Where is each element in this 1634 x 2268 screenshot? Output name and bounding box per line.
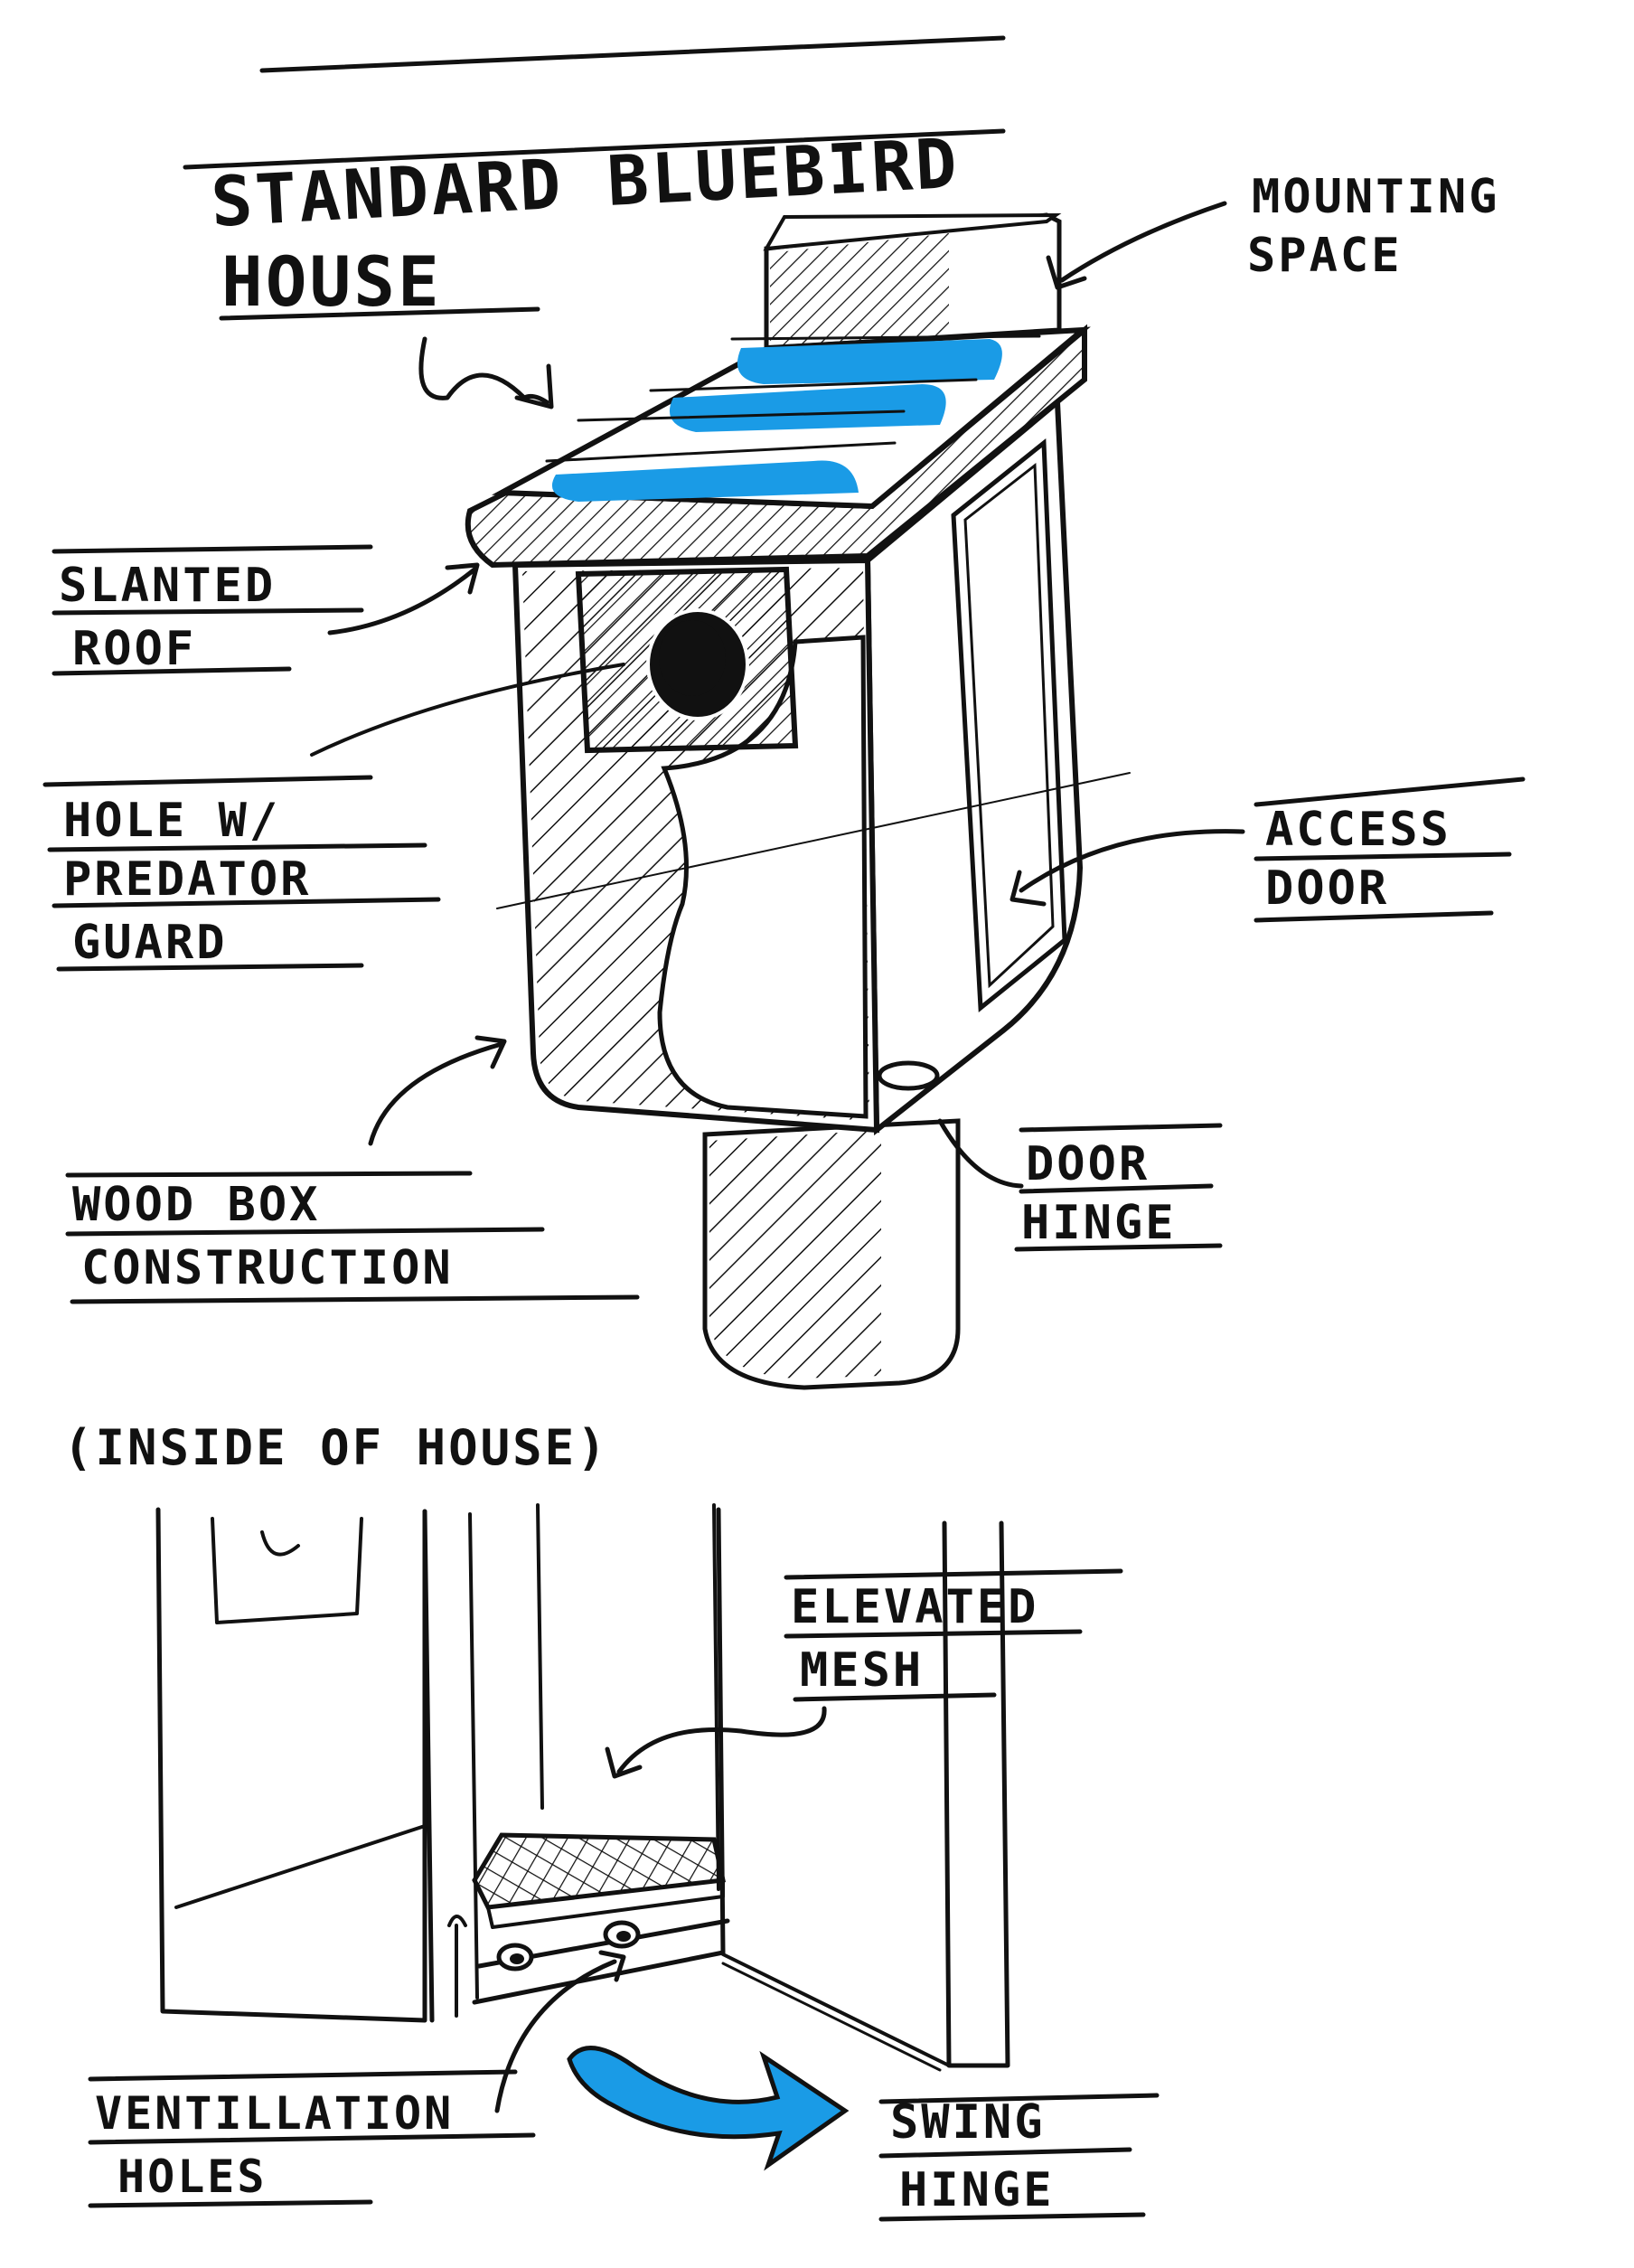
- label-swing-hinge-line-2: HINGE: [899, 2163, 1055, 2217]
- label-swing-hinge: SWING HINGE: [878, 2093, 1160, 2222]
- label-door-hinge-line-2: HINGE: [1021, 1196, 1177, 1250]
- label-door-hinge-line-1: DOOR: [1026, 1137, 1150, 1191]
- label-access-door-line-2: DOOR: [1265, 861, 1389, 916]
- slanted-roof: [465, 324, 1091, 569]
- exterior-view: STANDARD BLUEBIRD HOUSE: [42, 35, 1526, 1390]
- label-access-door: ACCESS DOOR: [1010, 776, 1526, 923]
- mounting-board: [763, 212, 1062, 351]
- label-hole-guard: HOLE W/ PREDATOR GUARD: [42, 663, 625, 972]
- interior-view: (INSIDE OF HOUSE) ELEVATED: [63, 1419, 1160, 2222]
- label-wood-box-line-1: WOOD BOX: [72, 1178, 320, 1232]
- door-hinge-pin: [877, 1060, 940, 1091]
- label-access-door-line-1: ACCESS: [1265, 803, 1451, 857]
- label-ventilation-holes-line-2: HOLES: [117, 2150, 268, 2203]
- title-line-2: HOUSE: [221, 241, 442, 322]
- label-slanted-roof-line-1: SLANTED: [59, 559, 276, 613]
- label-wood-box-line-2: CONSTRUCTION: [81, 1241, 454, 1295]
- swing-arrow: [567, 2046, 850, 2171]
- box-body: [496, 396, 1131, 1136]
- label-swing-hinge-line-1: SWING: [890, 2095, 1046, 2150]
- label-slanted-roof-line-2: ROOF: [72, 622, 196, 676]
- label-elevated-mesh-line-1: ELEVATED: [791, 1580, 1038, 1634]
- elevated-mesh: [472, 1832, 727, 1910]
- label-slanted-roof: SLANTED ROOF: [52, 544, 480, 676]
- label-door-hinge: DOOR HINGE: [937, 1118, 1223, 1252]
- label-elevated-mesh: ELEVATED MESH: [605, 1568, 1123, 1779]
- label-mounting-space: MOUNTING SPACE: [1046, 170, 1499, 290]
- mounting-post: [702, 1118, 961, 1390]
- label-hole-guard-line-1: HOLE W/: [63, 794, 280, 848]
- label-mounting-space-line-1: MOUNTING: [1252, 170, 1499, 224]
- label-ventilation-holes-line-1: VENTILLATION: [95, 2087, 454, 2140]
- label-hole-guard-line-3: GUARD: [72, 916, 228, 970]
- label-wood-box: WOOD BOX CONSTRUCTION: [65, 1035, 640, 1304]
- label-elevated-mesh-line-2: MESH: [800, 1643, 924, 1698]
- inside-caption: (INSIDE OF HOUSE): [63, 1419, 609, 1476]
- label-hole-guard-line-2: PREDATOR: [63, 852, 311, 907]
- label-ventilation-holes: VENTILLATION HOLES: [88, 1950, 626, 2208]
- access-door: [951, 438, 1067, 1013]
- label-mounting-space-line-2: SPACE: [1247, 229, 1403, 283]
